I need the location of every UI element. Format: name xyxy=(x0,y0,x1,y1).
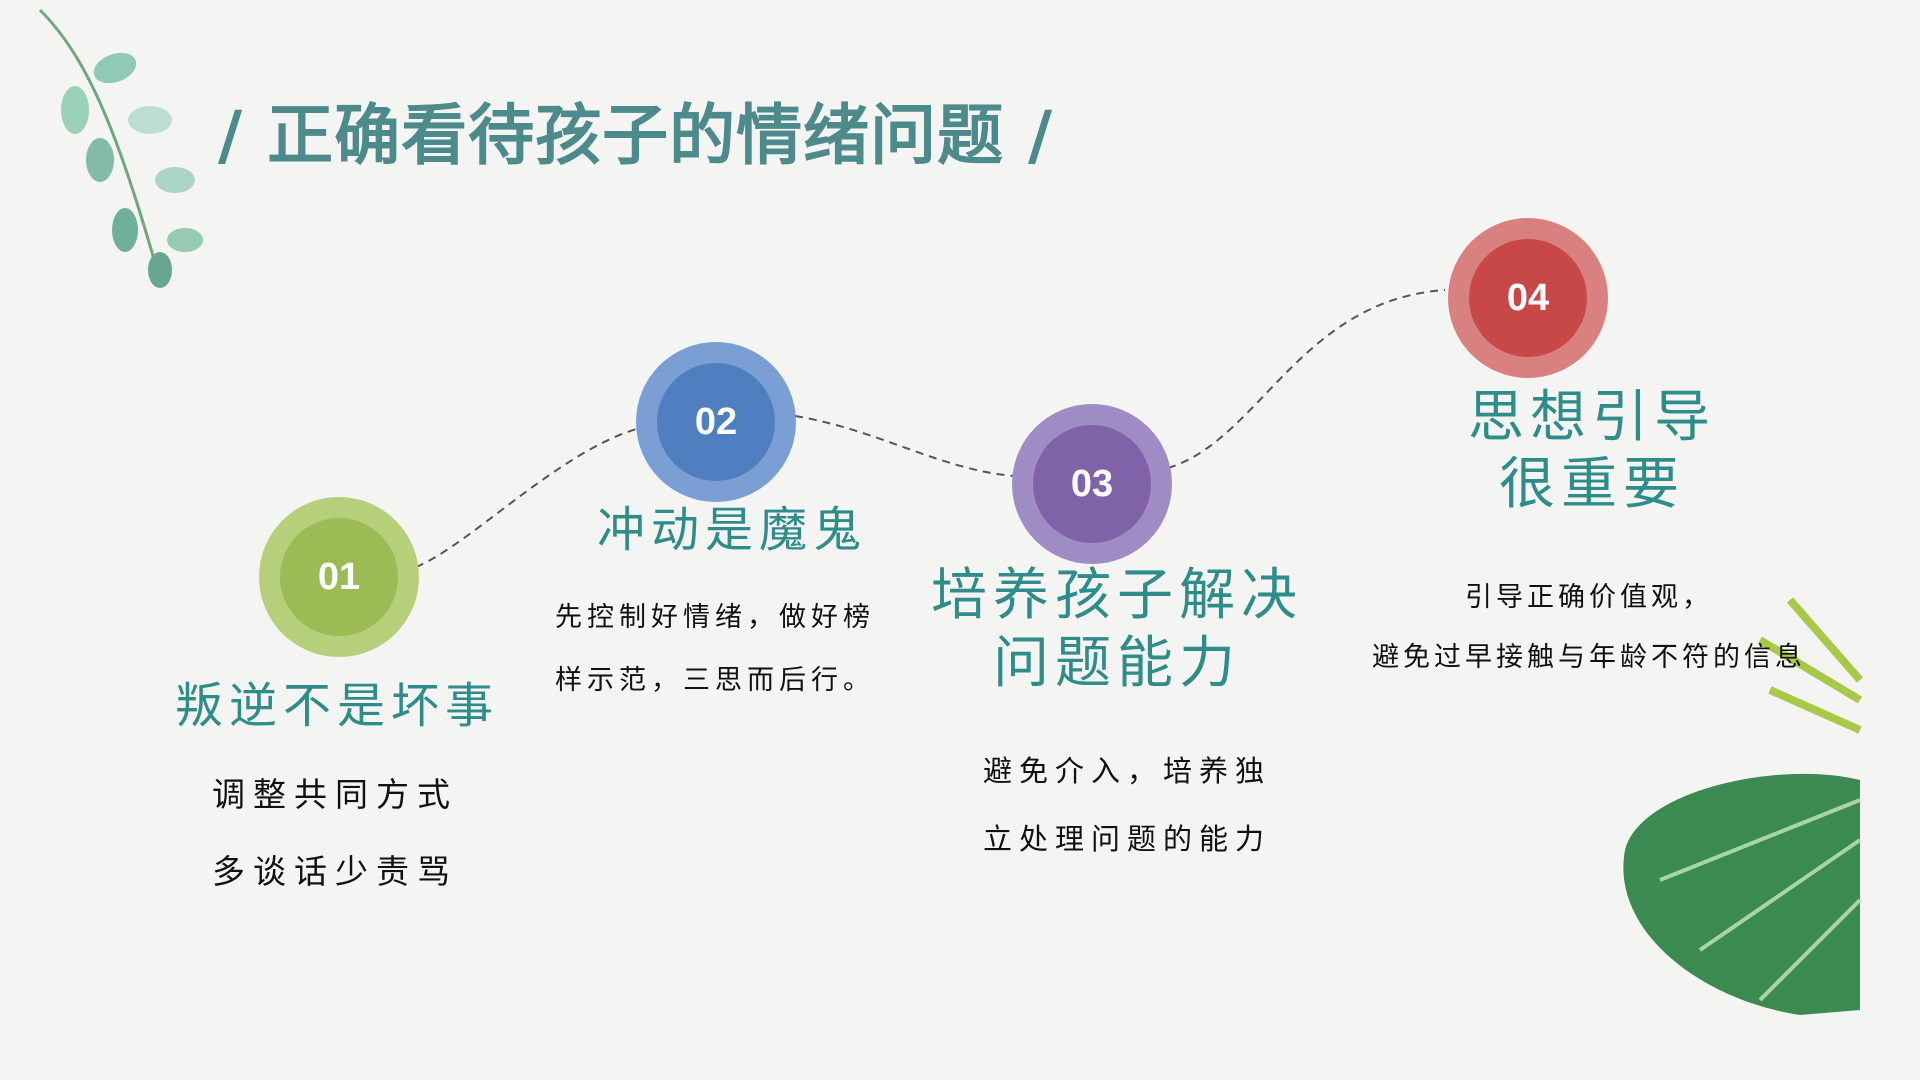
step-02-line-2: 样示范，三思而后行。 xyxy=(555,665,875,696)
step-01-line-1: 调整共同方式 xyxy=(212,775,458,814)
step-01-number: 01 xyxy=(280,518,398,636)
step-01-line-2: 多谈话少责骂 xyxy=(212,852,458,891)
step-04-number: 04 xyxy=(1469,239,1587,357)
step-04-line-2: 避免过早接触与年龄不符的信息 xyxy=(1372,642,1806,673)
monstera-leaf-icon xyxy=(1623,597,1864,1015)
step-04-line-1: 引导正确价值观， xyxy=(1465,582,1713,613)
step-03-line-1: 避免介入，培养独 xyxy=(983,754,1272,788)
step-03-heading-line-1: 培养孩子解决 xyxy=(931,563,1303,628)
step-04-badge: 04 xyxy=(1448,218,1608,378)
page-title: / 正确看待孩子的情绪问题 / xyxy=(218,97,1054,174)
step-03-number: 03 xyxy=(1033,425,1151,543)
step-03-heading-line-2: 问题能力 xyxy=(993,631,1241,696)
step-01-heading: 叛逆不是坏事 xyxy=(174,678,500,734)
step-02-badge: 02 xyxy=(636,342,796,502)
step-01-badge: 01 xyxy=(259,497,419,657)
step-02-heading: 冲动是魔鬼 xyxy=(596,502,868,558)
eucalyptus-branch-icon xyxy=(38,8,203,288)
step-03-line-2: 立处理问题的能力 xyxy=(983,822,1272,856)
step-03-badge: 03 xyxy=(1012,404,1172,564)
step-02-line-1: 先控制好情绪，做好榜 xyxy=(555,602,875,633)
dashed-connector-path xyxy=(415,289,1446,568)
step-02-number: 02 xyxy=(657,363,775,481)
step-04-heading-line-1: 思想引导 xyxy=(1468,385,1716,450)
step-04-heading-line-2: 很重要 xyxy=(1499,452,1685,517)
